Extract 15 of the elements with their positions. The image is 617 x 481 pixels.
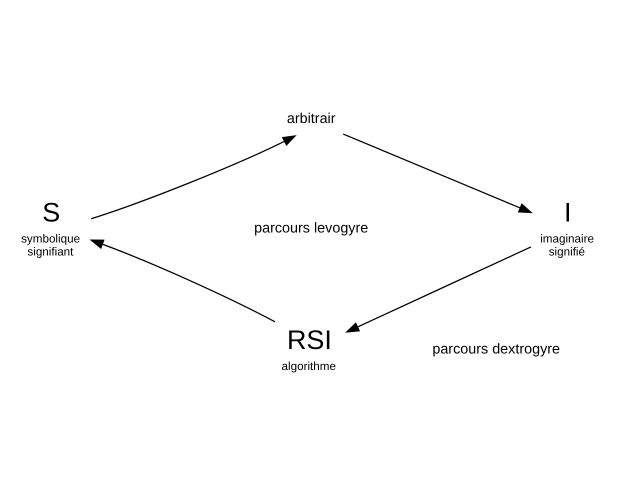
arrow [342, 132, 533, 213]
node-label: imaginaire [540, 232, 594, 246]
node-label: algorithme [282, 360, 336, 373]
arrow [345, 246, 532, 332]
label: parcours dextrogyre [432, 341, 560, 358]
label: parcours levogyre [254, 220, 368, 236]
arrow [90, 239, 276, 322]
node-text: S [42, 197, 60, 228]
node-label: signifiant [27, 244, 74, 258]
node-text: RSI [286, 324, 332, 355]
node-text: I [564, 197, 572, 228]
node-text: arbitrair [286, 110, 336, 127]
node-label: signifié [548, 244, 586, 258]
arrow [90, 134, 297, 219]
node-label: symbolique [21, 232, 80, 246]
